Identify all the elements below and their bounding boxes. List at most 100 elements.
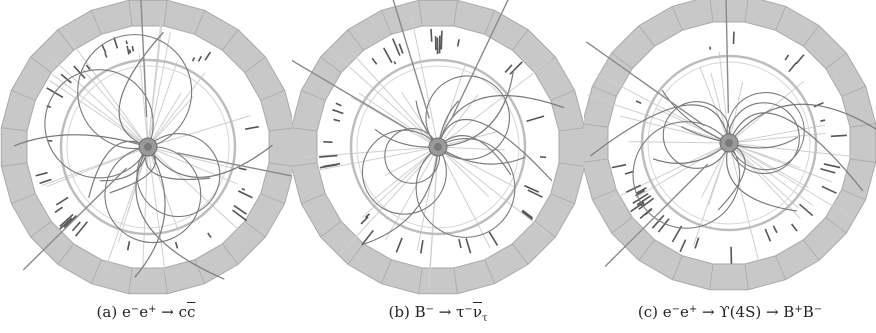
particle-track: [135, 146, 225, 280]
faint-track: [46, 146, 149, 188]
faint-track: [141, 146, 149, 281]
faint-track: [700, 142, 730, 198]
particle-track: [13, 134, 149, 148]
panel-a: (a) e−e+ → cc: [0, 0, 292, 333]
particle-track: [728, 112, 864, 192]
ring-segment-edge: [611, 216, 633, 234]
calorimeter-tower: [71, 221, 81, 232]
ring-segment-edge: [611, 52, 633, 70]
faint-track: [64, 32, 149, 148]
faint-track: [147, 146, 234, 169]
ring-segment-edge: [638, 25, 656, 47]
faint-track: [147, 31, 171, 148]
calorimeter-tower: [191, 57, 196, 62]
caption-part: → τ: [434, 303, 465, 321]
escaping-track: [725, 0, 730, 114]
ring-segment-edge: [418, 267, 423, 294]
calorimeter-tower: [527, 189, 543, 198]
caption-part: −: [464, 304, 473, 315]
faint-track: [693, 142, 730, 246]
calorimeter-tower: [820, 167, 836, 174]
calorimeter-tower: [524, 184, 540, 193]
calorimeter-tower: [333, 118, 341, 122]
escaping-track: [140, 0, 148, 118]
caption-label: (c): [637, 303, 663, 321]
particle-track: [147, 144, 273, 178]
ring-segment-edge: [418, 0, 423, 27]
calorimeter-tower: [383, 47, 393, 64]
calorimeter-tower: [732, 31, 735, 45]
inner-tracker-circle: [356, 65, 520, 229]
caption-part: +: [148, 304, 157, 315]
particle-track: [364, 146, 439, 245]
calorimeter-tower: [319, 154, 338, 158]
calorimeter-tower: [128, 49, 132, 54]
ring-segment-edge: [775, 255, 787, 280]
event-display-c: [584, 0, 876, 291]
calorimeter-tower: [63, 215, 78, 229]
ring-segment-edge: [1, 162, 28, 167]
calorimeter-tower: [636, 194, 652, 206]
faint-track: [428, 146, 439, 290]
escaping-track: [22, 167, 128, 271]
caption-c: (c) e−e+ → ϒ(4S) → B+B−: [584, 303, 876, 321]
faint-track: [437, 131, 499, 148]
ring-segment-edge: [1, 127, 28, 132]
calorimeter-tower: [197, 55, 203, 62]
ring-segment-edge: [347, 29, 365, 51]
faint-track: [147, 92, 182, 148]
calorimeter-tower: [360, 216, 369, 225]
calorimeter-tower: [790, 223, 798, 232]
calorimeter-tower: [204, 51, 212, 61]
calorimeter-tower: [830, 134, 847, 138]
helix-track: [726, 92, 805, 171]
faint-track: [437, 146, 552, 237]
helix-track: [415, 138, 516, 238]
ring-segment-edge: [221, 29, 239, 51]
calorimeter-tower: [636, 187, 647, 194]
ring-segment-edge: [30, 220, 52, 238]
interaction-point-core: [144, 143, 152, 151]
caption-label: (b): [388, 303, 415, 321]
helix-track: [77, 34, 193, 150]
calorimeter-tower: [679, 239, 687, 253]
faint-track: [728, 142, 833, 183]
calorimeter-tower: [238, 167, 247, 171]
faint-track: [587, 94, 730, 144]
helix-track: [632, 121, 741, 229]
faint-track: [147, 72, 206, 148]
ring-segment-edge: [380, 259, 392, 284]
escaping-track: [292, 59, 413, 133]
ring-segment-edge: [802, 239, 820, 261]
calorimeter-tower: [245, 125, 259, 130]
ring-segment-edge: [11, 193, 36, 205]
faint-track: [51, 73, 149, 148]
faint-track: [628, 141, 730, 144]
calorimeter-tower: [539, 155, 547, 159]
ring-segment-edge: [292, 162, 318, 167]
calorimeter-tower: [35, 171, 48, 177]
event-display-a: [0, 0, 292, 295]
ring-segment-edge: [292, 127, 318, 132]
caption-part: e: [662, 303, 672, 321]
faint-track: [147, 146, 179, 232]
ring-segment-edge: [90, 10, 102, 35]
ring-segment-edge: [709, 0, 714, 23]
particle-track: [118, 31, 164, 148]
ring-segment-edge: [90, 259, 102, 284]
calorimeter-tower: [521, 210, 533, 221]
calorimeter-tower: [709, 46, 712, 50]
calorimeter-tower: [332, 108, 344, 115]
calorimeter-tower: [364, 213, 371, 219]
faint-track: [81, 68, 149, 148]
calorimeter-tower: [795, 54, 805, 65]
calorimeter-tower: [632, 193, 649, 205]
calorimeter-tower: [813, 101, 824, 108]
calorimeter-tower: [232, 209, 248, 222]
calorimeter-tower: [131, 45, 135, 52]
faint-track: [138, 53, 149, 148]
inner-tracker-circle: [647, 61, 811, 225]
ring-segment-edge: [57, 243, 75, 265]
ring-segment-edge: [163, 0, 168, 27]
ring-segment-edge: [744, 263, 749, 290]
